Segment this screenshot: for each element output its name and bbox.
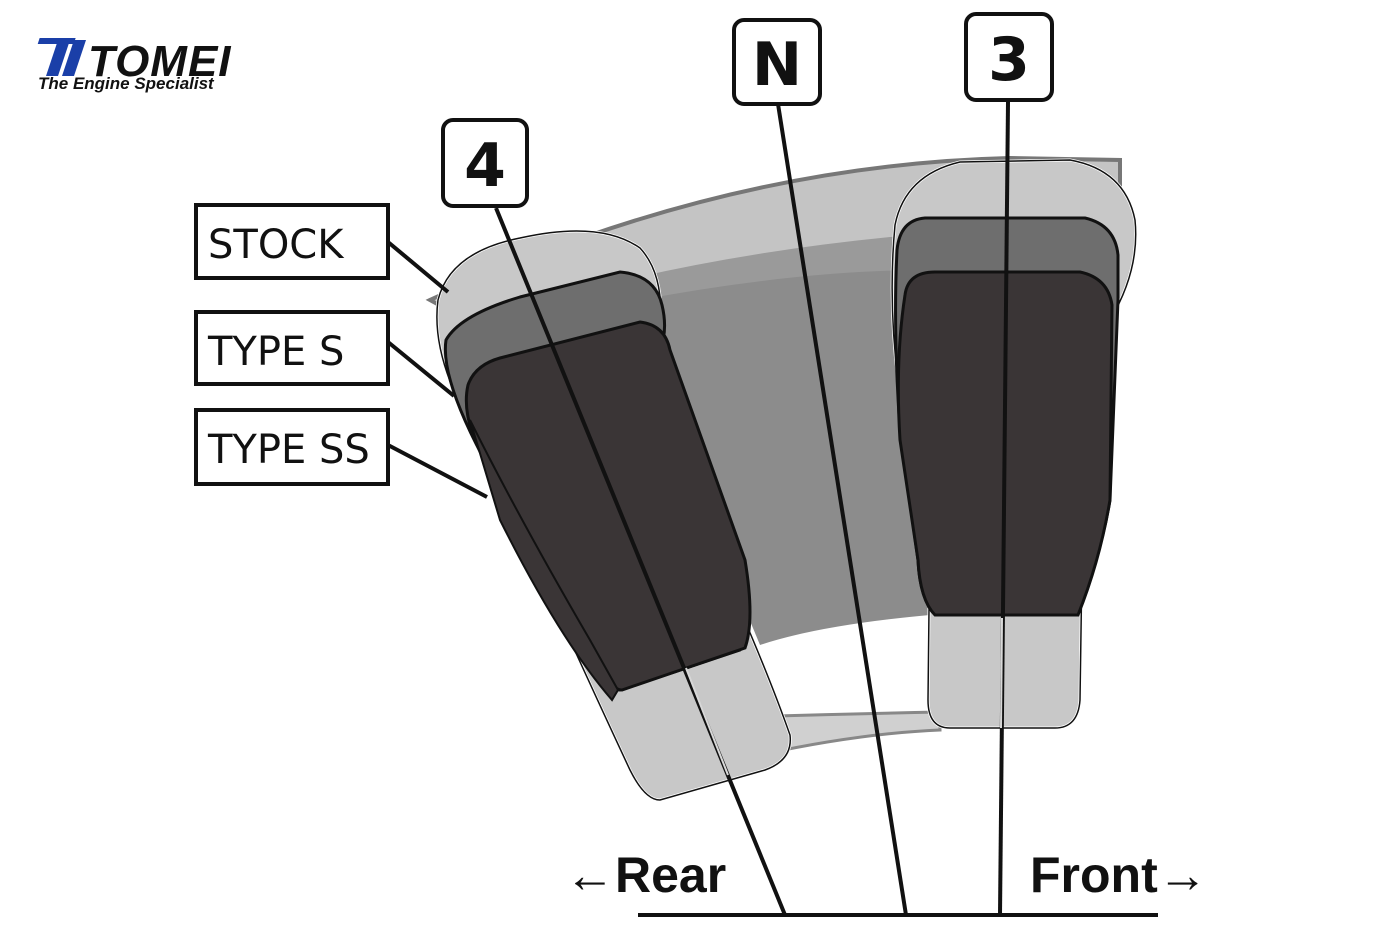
gear-label-n: N — [732, 18, 822, 106]
front-direction-label: Front→ — [1030, 847, 1208, 903]
logo-wordmark: TOMEI — [88, 37, 232, 86]
legend-leaders — [386, 240, 488, 499]
stock-leader — [386, 240, 450, 294]
gear-4-text: 4 — [464, 131, 506, 201]
gate-channel — [640, 270, 930, 645]
third-pointer — [998, 101, 1010, 916]
logo-tagline: The Engine Specialist — [38, 74, 215, 93]
tomei-logo: TOMEI The Engine Specialist — [37, 37, 232, 93]
gear-3-text: 3 — [988, 25, 1030, 95]
fourth-pointer — [494, 207, 787, 916]
neutral-pointer — [776, 103, 908, 916]
rear-direction-label: ←Rear — [565, 847, 726, 903]
legend-type-s: TYPE S — [194, 310, 390, 386]
legend-stock-label: STOCK — [208, 222, 345, 268]
legend-stock: STOCK — [194, 203, 390, 280]
legend-type-ss-label: TYPE SS — [207, 427, 370, 473]
type-s-leader — [386, 340, 456, 398]
legend-type-s-label: TYPE S — [207, 329, 344, 375]
tomei-mark-icon — [37, 38, 86, 76]
third-gear-slot — [890, 158, 1138, 730]
fourth-gear-slot — [435, 229, 792, 802]
gear-label-4: 4 — [441, 118, 529, 208]
type-ss-leader — [387, 443, 488, 499]
gear-n-text: N — [752, 30, 802, 100]
legend-type-ss: TYPE SS — [194, 408, 390, 486]
gear-label-3: 3 — [964, 12, 1054, 102]
gear-pointers — [494, 101, 1158, 917]
